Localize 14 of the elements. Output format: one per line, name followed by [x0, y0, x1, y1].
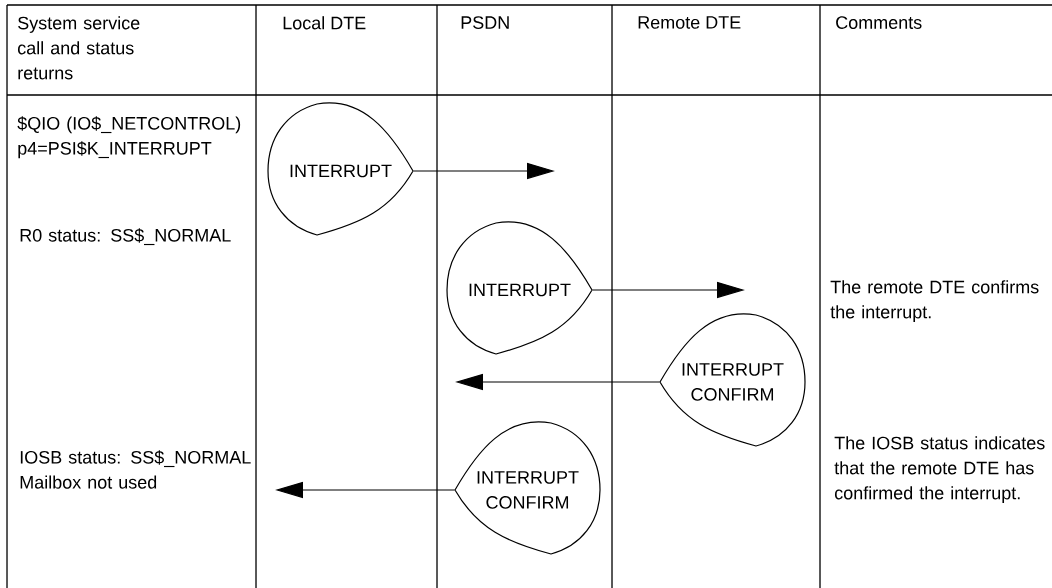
cell-text: The IOSB status indicates that the remote DTE has confirmed the interrupt. [834, 436, 1045, 503]
interrupt-shape: INTERRUPT CONFIRM [659, 313, 806, 447]
column-header: System service call and status returns [18, 16, 140, 80]
cell-text: $QIO (IO$_NETCONTROL) p4=PSI$K_INTERRUPT [17, 116, 241, 159]
cell-text: IOSB status: SS$_NORMAL Mailbox not used [20, 450, 251, 489]
cell-text: The remote DTE confirms the interrupt. [830, 280, 1039, 322]
interrupt-shape: INTERRUPT CONFIRM [454, 421, 601, 555]
column-header: Remote DTE [638, 16, 741, 29]
column-header: PSDN [461, 16, 509, 29]
column-header: Local DTE [283, 16, 366, 30]
cell-text: R0 status: SS$_NORMAL [20, 228, 231, 246]
interrupt-shape: INTERRUPT [267, 102, 414, 236]
interrupt-shape: INTERRUPT [446, 221, 593, 355]
column-header: Comments [836, 16, 922, 29]
